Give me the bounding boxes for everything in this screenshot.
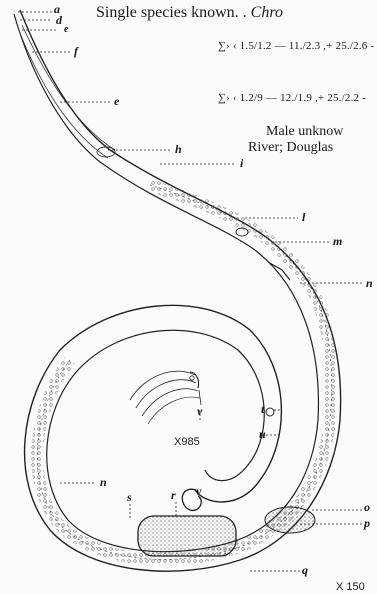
inset-magnification: X985 [174, 436, 200, 448]
label-v-inset: v [197, 404, 202, 419]
label-e-top: e [64, 24, 68, 35]
label-e: e [114, 94, 119, 109]
main-magnification: X 150 [336, 581, 365, 593]
label-s: s [127, 490, 132, 505]
label-n-right: n [366, 276, 373, 291]
egg-body [138, 516, 236, 556]
body-outline-outer [20, 10, 341, 571]
label-t: t [261, 402, 264, 417]
label-r: r [171, 488, 176, 503]
label-h: h [175, 142, 182, 157]
body-outline-inner [14, 14, 318, 552]
label-f: f [74, 44, 78, 59]
ovary [265, 507, 315, 533]
inset-head-drawing [130, 371, 201, 424]
label-i: i [240, 156, 243, 171]
label-u: u [259, 427, 266, 442]
label-p: p [364, 516, 370, 531]
label-m: m [333, 234, 342, 249]
label-l: l [302, 210, 305, 225]
label-n-left: n [100, 475, 107, 490]
label-q: q [302, 563, 308, 578]
label-v: v [196, 484, 201, 499]
label-d: d [56, 13, 62, 28]
label-o: o [364, 500, 370, 515]
